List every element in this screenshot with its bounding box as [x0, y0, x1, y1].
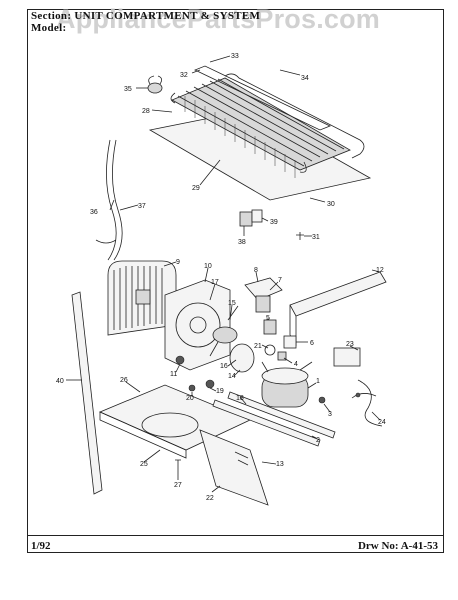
- callout-22: 22: [206, 495, 214, 502]
- drawing-number: Drw No: A-41-53: [357, 540, 438, 552]
- callout-35: 35: [124, 86, 132, 93]
- compressor: [261, 361, 313, 408]
- callout-33: 33: [231, 53, 239, 60]
- callout-34: 34: [301, 75, 309, 82]
- callout-7: 7: [278, 277, 282, 284]
- callout-12: 12: [376, 267, 384, 274]
- callout-23: 23: [346, 341, 354, 348]
- condenser: [107, 260, 177, 336]
- callout-11: 11: [170, 371, 177, 378]
- base-pan: [98, 384, 251, 459]
- base-rail: [289, 271, 387, 347]
- callout-38: 38: [238, 239, 246, 246]
- evaporator-coil-assembly: [148, 65, 372, 201]
- callout-15: 15: [228, 300, 236, 307]
- callout-26: 26: [120, 377, 128, 384]
- callout-31: 31: [312, 234, 320, 241]
- callout-39: 39: [270, 219, 278, 226]
- defrost-thermostat: [147, 75, 163, 94]
- footer-rule: [27, 535, 444, 536]
- callout-28: 28: [142, 108, 150, 115]
- callout-10: 10: [204, 263, 212, 270]
- drain-tube: [95, 139, 123, 261]
- relay-bracket: [244, 277, 283, 313]
- callout-29: 29: [192, 185, 200, 192]
- callout-40: 40: [56, 378, 64, 385]
- callout-24: 24: [378, 419, 386, 426]
- callout-14: 14: [228, 373, 236, 380]
- callout-3: 3: [328, 411, 332, 418]
- callout-32: 32: [180, 72, 188, 79]
- coil-top-rail: [194, 65, 331, 131]
- callout-21: 21: [254, 343, 262, 350]
- callout-17: 17: [211, 279, 219, 286]
- section-title: Section: UNIT COMPARTMENT & SYSTEM: [31, 10, 261, 22]
- callout-8: 8: [254, 267, 258, 274]
- fan-shroud: [164, 279, 231, 371]
- callout-18: 18: [236, 395, 244, 402]
- callout-5: 5: [266, 315, 270, 322]
- callout-6: 6: [310, 340, 314, 347]
- screw: [175, 459, 181, 474]
- mounting-rails: [212, 391, 336, 447]
- callout-1: 1: [316, 378, 320, 385]
- grommets: [175, 355, 326, 404]
- callout-37: 37: [138, 203, 146, 210]
- access-cover: [199, 429, 269, 506]
- callout-9: 9: [176, 259, 180, 266]
- model-line: Model:: [31, 22, 67, 34]
- callout-2: 2: [316, 437, 320, 444]
- fan-motor: [209, 305, 255, 373]
- electrical-components: [263, 319, 297, 361]
- mounting-clip: [239, 209, 304, 240]
- callout-27: 27: [174, 482, 182, 489]
- side-panel: [71, 291, 103, 495]
- callout-16: 16: [220, 363, 228, 370]
- callout-13: 13: [276, 461, 284, 468]
- watermark: AppliancePartsPros.com: [56, 4, 381, 34]
- drawing-frame: [27, 9, 444, 553]
- callout-36: 36: [90, 209, 98, 216]
- callout-4: 4: [294, 361, 298, 368]
- callout-19: 19: [216, 388, 224, 395]
- footer-date: 1/92: [31, 540, 51, 552]
- callout-25: 25: [140, 461, 148, 468]
- callout-30: 30: [327, 201, 335, 208]
- callout-labels: 33 32 34 35 28 29 30 36 37 38 39 31 9 10…: [56, 53, 386, 502]
- callout-20: 20: [186, 395, 194, 402]
- power-cord: [333, 347, 383, 427]
- leader-lines: [66, 55, 381, 493]
